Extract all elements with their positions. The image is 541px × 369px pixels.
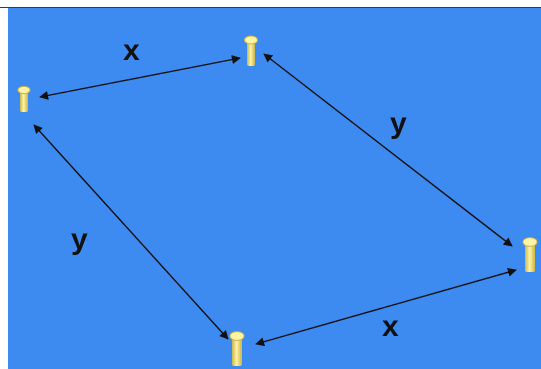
blue-field: x y y x: [8, 8, 541, 369]
arrow-top-x: [39, 55, 241, 100]
label-bottom-x: x: [382, 310, 399, 343]
diagram-canvas: x y y x: [8, 8, 541, 369]
post-icon: [17, 85, 31, 112]
arrow-bottom-x: [255, 267, 517, 347]
post-icon: [229, 331, 245, 366]
arrow-left-y: [33, 124, 229, 340]
label-top-x: x: [123, 34, 140, 67]
label-right-y: y: [390, 107, 407, 140]
top-border: [0, 0, 541, 8]
post-icon: [244, 35, 258, 66]
label-left-y: y: [71, 223, 88, 256]
arrow-right-y: [263, 53, 513, 247]
post-icon: [522, 237, 538, 272]
